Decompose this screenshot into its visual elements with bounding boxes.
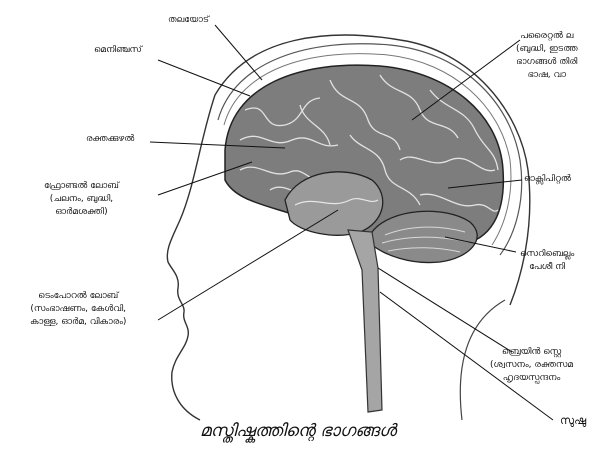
- diagram-caption: മസ്തിഷ്കത്തിന്റെ ഭാഗങ്ങൾ: [200, 421, 396, 441]
- parietal-lobe-line-3: ഭാഗങ്ങൾ തിരി: [516, 56, 578, 69]
- cerebellum-line-1: സെറിബെല്ലം: [520, 248, 574, 261]
- brain-stem-line-3: ഹൃദയസ്പന്ദനം: [490, 372, 573, 385]
- parietal-lobe-line-1: പരൈറ്റൽ ല: [516, 30, 578, 43]
- temporal-lobe-line-2: (സംഭാഷണം, കേൾവി,: [30, 303, 126, 316]
- label-occipital-lobe: ഓക്സിപിറ്റൽ: [524, 173, 571, 186]
- label-cerebellum: സെറിബെല്ലം പേശീ നി: [520, 248, 574, 274]
- label-spinal-cord: സുഷു: [560, 414, 586, 427]
- brain-stem-line-2: (ശ്വസനം, രക്തസമ: [490, 359, 573, 372]
- frontal-lobe-line-2: (ചലനം, ബുദ്ധി,: [44, 193, 119, 206]
- label-frontal-lobe: ഫ്രോണ്ടൽ ലോബ് (ചലനം, ബുദ്ധി, ഓർമശക്തി): [44, 180, 119, 219]
- label-temporal-lobe: ടെംപോറൽ ലോബ് (സംഭാഷണം, കേൾവി, കാള്ള, ഓർമ…: [30, 290, 126, 329]
- frontal-lobe-line-3: ഓർമശക്തി): [44, 206, 119, 219]
- frontal-lobe-line-1: ഫ്രോണ്ടൽ ലോബ്: [44, 180, 119, 193]
- label-blood-vessel: രക്തക്കുഴൽ: [86, 133, 134, 146]
- brain-stem-line-1: ബ്രെയിൻ സ്റ്റെ: [490, 346, 573, 359]
- label-meninges: മെനിഞ്ചസ്: [94, 44, 142, 57]
- brain-stem-shape: [348, 230, 382, 412]
- temporal-lobe-line-3: കാള്ള, ഓർമ, വികാരം): [30, 316, 126, 329]
- label-brain-stem: ബ്രെയിൻ സ്റ്റെ (ശ്വസനം, രക്തസമ ഹൃദയസ്പന്…: [490, 346, 573, 385]
- label-parietal-lobe: പരൈറ്റൽ ല (ബുദ്ധി, ഇടത്ത ഭാഗങ്ങൾ തിരി ഭാ…: [516, 30, 578, 82]
- label-skull: തലയോട്: [168, 14, 209, 27]
- parietal-lobe-line-4: ഭാഷ, വാ: [516, 69, 578, 82]
- cerebellum-line-2: പേശീ നി: [520, 261, 574, 274]
- parietal-lobe-line-2: (ബുദ്ധി, ഇടത്ത: [516, 43, 578, 56]
- temporal-lobe-line-1: ടെംപോറൽ ലോബ്: [30, 290, 126, 303]
